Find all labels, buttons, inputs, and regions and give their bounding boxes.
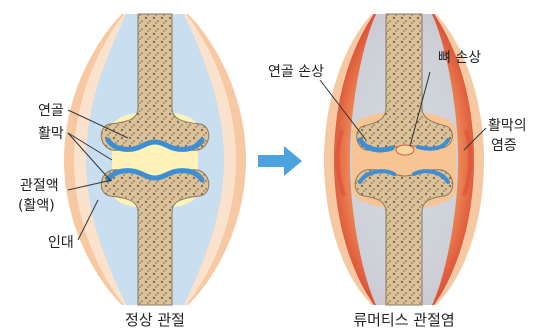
label-synovial-fluid-2: (활액) (18, 198, 55, 214)
label-bone-damage: 뼈 손상 (438, 50, 481, 66)
label-synovitis-2: 염증 (491, 138, 517, 154)
label-ligament: 인대 (48, 235, 74, 251)
label-cartilage: 연골 (38, 103, 64, 119)
label-synovium: 활막 (38, 126, 64, 142)
ra-bone-damage-spot (396, 145, 414, 155)
caption-ra-joint: 류머티스 관절염 (353, 311, 454, 329)
label-synovitis-1: 활막의 (488, 118, 527, 134)
caption-normal-joint: 정상 관절 (125, 311, 185, 329)
right-arrow-icon (258, 146, 302, 176)
label-synovial-fluid-1: 관절액 (20, 178, 59, 194)
label-cartilage-damage: 연골 손상 (268, 64, 324, 80)
